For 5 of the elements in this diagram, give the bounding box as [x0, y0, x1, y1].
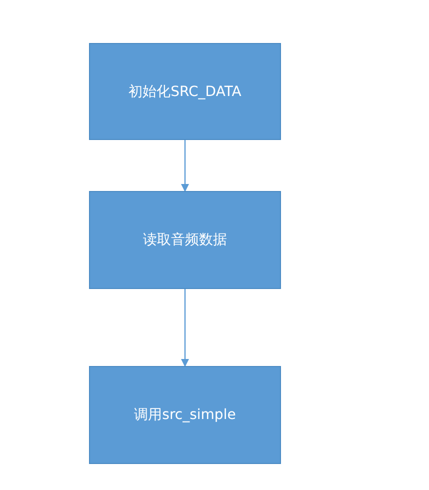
process-box: 读取音频数据	[89, 191, 281, 289]
process-box: 调用src_simple	[89, 366, 281, 464]
process-box: 初始化SRC_DATA	[89, 43, 281, 140]
arrow	[181, 289, 189, 367]
arrow	[181, 140, 189, 192]
